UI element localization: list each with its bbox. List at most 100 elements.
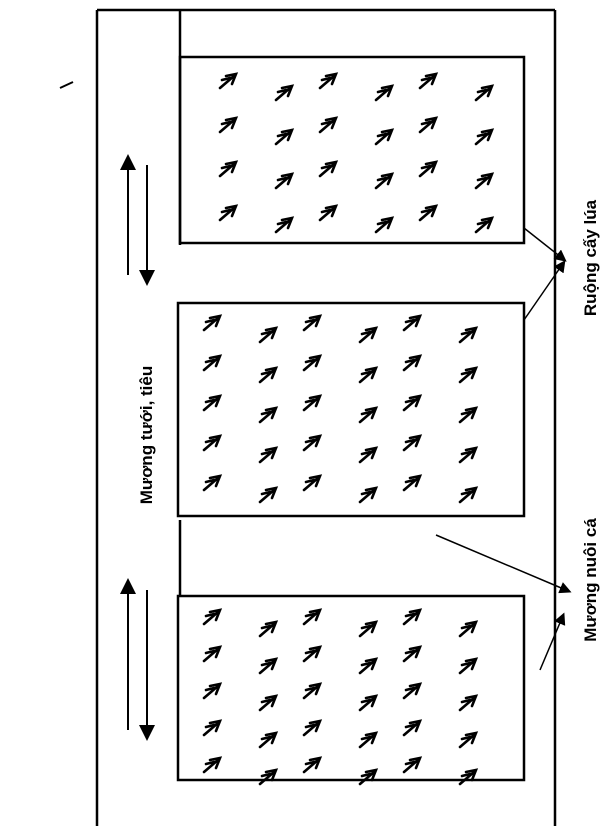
rice-field-label: Ruộng cấy lúa bbox=[581, 199, 600, 316]
rice-plant-icon bbox=[418, 72, 439, 90]
rice-plant-icon bbox=[458, 366, 479, 384]
rice-plant-icon bbox=[358, 446, 379, 464]
rice-plant-icon bbox=[302, 756, 323, 774]
rice-plant-icon bbox=[302, 719, 323, 737]
rice-plant-icon bbox=[418, 160, 439, 178]
rice-plant-icon bbox=[202, 314, 223, 332]
rice-plant-icon bbox=[358, 731, 379, 749]
rice-plant-icon bbox=[458, 406, 479, 424]
rice-plant-icon bbox=[302, 645, 323, 663]
rice-plant-icon bbox=[374, 128, 395, 146]
rice-plant-icon bbox=[274, 128, 295, 146]
plant-group-middle bbox=[202, 314, 479, 504]
rice-plant-icon bbox=[218, 116, 239, 134]
rice-plant-icon bbox=[318, 204, 339, 222]
rice-plant-icon bbox=[258, 446, 279, 464]
rice-plant-icon bbox=[258, 620, 279, 638]
rice-plant-icon bbox=[302, 314, 323, 332]
rice-plant-icon bbox=[358, 366, 379, 384]
field-boundary bbox=[95, 8, 557, 826]
rice-plant-icon bbox=[302, 354, 323, 372]
rice-plant-icon bbox=[302, 434, 323, 452]
plant-group-bottom bbox=[202, 608, 479, 786]
rice-plant-icon bbox=[358, 326, 379, 344]
rice-plant-icon bbox=[258, 731, 279, 749]
rice-plant-icon bbox=[458, 446, 479, 464]
plant-group-top bbox=[218, 72, 495, 234]
rice-plant-icon bbox=[458, 620, 479, 638]
rice-plant-icon bbox=[318, 116, 339, 134]
rice-plant-icon bbox=[458, 731, 479, 749]
rice-plant-icon bbox=[258, 768, 279, 786]
rice-plant-icon bbox=[474, 216, 495, 234]
rice-plant-icon bbox=[358, 768, 379, 786]
stray-mark bbox=[59, 81, 74, 89]
rice-plant-icon bbox=[374, 84, 395, 102]
rice-plant-icon bbox=[474, 84, 495, 102]
rice-block-middle bbox=[176, 301, 526, 518]
rice-plant-icon bbox=[218, 72, 239, 90]
rice-plant-icon bbox=[374, 216, 395, 234]
rice-block-bottom bbox=[176, 594, 526, 786]
rice-plant-icon bbox=[202, 354, 223, 372]
rice-plant-icon bbox=[318, 160, 339, 178]
rice-plant-icon bbox=[402, 756, 423, 774]
rice-plant-icon bbox=[402, 394, 423, 412]
rice-plant-icon bbox=[358, 406, 379, 424]
rice-plant-icon bbox=[458, 657, 479, 675]
rice-plant-icon bbox=[258, 326, 279, 344]
rice-plant-icon bbox=[202, 719, 223, 737]
rice-plant-icon bbox=[302, 394, 323, 412]
rice-plant-icon bbox=[458, 486, 479, 504]
rice-plant-icon bbox=[402, 608, 423, 626]
rice-plant-icon bbox=[202, 645, 223, 663]
rice-plant-icon bbox=[402, 434, 423, 452]
rice-plant-icon bbox=[202, 608, 223, 626]
double-arrow-icon bbox=[120, 578, 155, 741]
rice-plant-icon bbox=[218, 204, 239, 222]
rice-plant-icon bbox=[402, 354, 423, 372]
rice-plant-icon bbox=[358, 694, 379, 712]
rice-plant-icon bbox=[258, 366, 279, 384]
rice-block-top bbox=[178, 55, 526, 245]
rice-plant-icon bbox=[274, 172, 295, 190]
fish-ditch-pointers bbox=[435, 534, 572, 671]
rice-plant-icon bbox=[302, 608, 323, 626]
rice-plant-icon bbox=[274, 84, 295, 102]
rice-plant-icon bbox=[302, 682, 323, 700]
rice-plant-icon bbox=[218, 160, 239, 178]
rice-plant-icon bbox=[202, 474, 223, 492]
rice-plant-icon bbox=[458, 768, 479, 786]
rice-plant-icon bbox=[202, 682, 223, 700]
rice-plant-icon bbox=[402, 645, 423, 663]
rice-plant-icon bbox=[202, 394, 223, 412]
rice-plant-icon bbox=[318, 72, 339, 90]
double-arrow-icon bbox=[120, 154, 155, 286]
rice-plant-icon bbox=[358, 657, 379, 675]
rice-plant-icon bbox=[202, 434, 223, 452]
canal-label: Mương tưới, tiêu bbox=[137, 366, 156, 505]
rice-plant-icon bbox=[258, 406, 279, 424]
rice-plant-icon bbox=[374, 172, 395, 190]
fish-ditch-label: Mương nuôi cá bbox=[581, 518, 600, 642]
rice-plant-icon bbox=[418, 116, 439, 134]
rice-plant-icon bbox=[258, 694, 279, 712]
rice-plant-icon bbox=[258, 486, 279, 504]
rice-plant-icon bbox=[358, 620, 379, 638]
rice-plant-icon bbox=[258, 657, 279, 675]
rice-plant-icon bbox=[402, 474, 423, 492]
rice-plant-icon bbox=[474, 172, 495, 190]
rice-plant-icon bbox=[402, 314, 423, 332]
rice-plant-icon bbox=[402, 682, 423, 700]
rice-plant-icon bbox=[274, 216, 295, 234]
rice-plant-icon bbox=[458, 694, 479, 712]
rice-field-pointers bbox=[523, 227, 567, 321]
rice-plant-icon bbox=[418, 204, 439, 222]
rice-plant-icon bbox=[474, 128, 495, 146]
rice-plant-icon bbox=[358, 486, 379, 504]
rice-plant-icon bbox=[302, 474, 323, 492]
rice-plant-icon bbox=[402, 719, 423, 737]
rice-plant-icon bbox=[202, 756, 223, 774]
rice-plant-icon bbox=[458, 326, 479, 344]
